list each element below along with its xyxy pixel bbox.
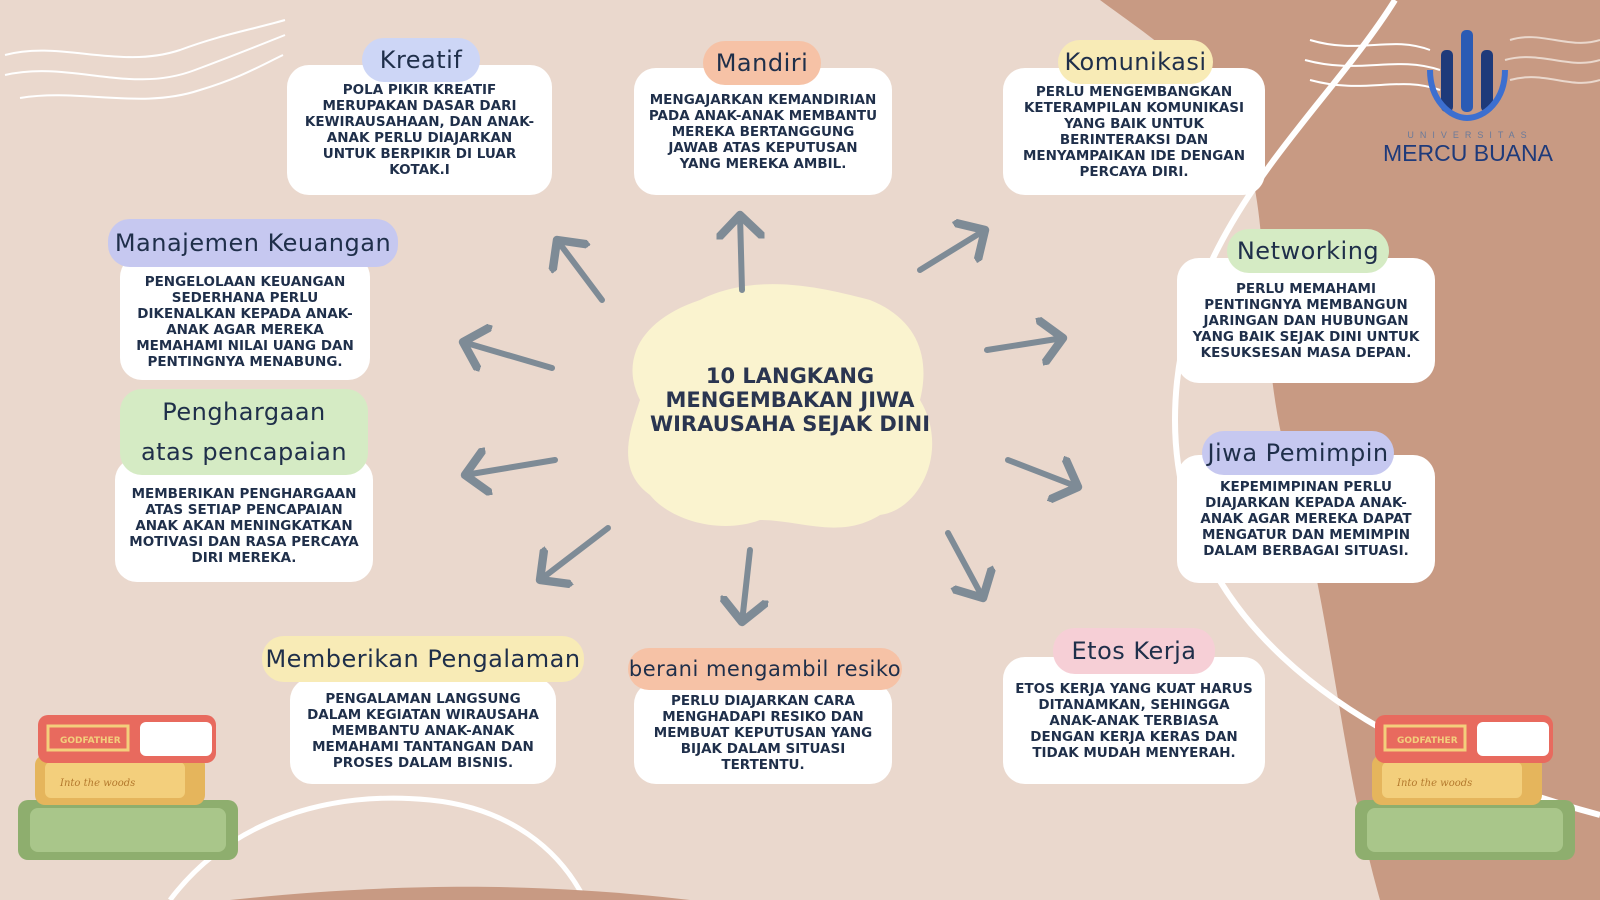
arrow-pengalaman <box>540 525 611 580</box>
kreatif-label: Kreatif <box>362 38 480 82</box>
center-blob <box>628 284 933 528</box>
mandiri-card: MENGAJARKAN KEMANDIRIAN PADA ANAK-ANAK M… <box>634 68 892 195</box>
arrow-mandiri <box>740 215 742 293</box>
book-label-middle-left: Into the woods <box>59 778 135 789</box>
logo-name: MERCU BUANA <box>1383 140 1553 166</box>
berani-card: PERLU DIAJARKAN CARA MENGHADAPI RESIKO D… <box>634 682 892 784</box>
books-left-icon <box>18 715 238 860</box>
university-logo-icon <box>1427 30 1508 122</box>
mandiri-label: Mandiri <box>703 41 821 85</box>
arrow-jiwa-pemimpin <box>1005 460 1078 487</box>
squiggle-top-left <box>4 19 286 100</box>
networking-label: Networking <box>1227 229 1389 273</box>
book-label-top-right: GODFATHER <box>1397 736 1458 746</box>
center-title: 10 LANGKANG MENGEMBAKAN JIWA WIRAUSAHA S… <box>649 364 931 436</box>
arrow-etos-kerja <box>945 530 983 598</box>
etos-kerja-card: ETOS KERJA YANG KUAT HARUS DITANAMKAN, S… <box>1003 657 1265 784</box>
keuangan-label: Manajemen Keuangan <box>108 219 398 267</box>
logo-subtitle: UNIVERSITAS <box>1407 130 1533 140</box>
etos-kerja-label: Etos Kerja <box>1053 628 1215 674</box>
squiggle-top-right <box>1304 39 1441 91</box>
arrow-networking <box>984 338 1063 350</box>
pengalaman-card: PENGALAMAN LANGSUNG DALAM KEGIATAN WIRAU… <box>290 678 556 784</box>
arrow-penghargaan <box>465 460 558 475</box>
arrow-komunikasi <box>917 230 985 273</box>
arrow-kreatif <box>557 240 605 303</box>
berani-label: berani mengambil resiko <box>628 648 902 690</box>
book-label-top-left: GODFATHER <box>60 736 121 746</box>
brown-strip-bottom <box>230 886 690 900</box>
networking-card: PERLU MEMAHAMI PENTINGNYA MEMBANGUN JARI… <box>1177 258 1435 383</box>
pengalaman-label: Memberikan Pengalaman <box>262 636 584 682</box>
komunikasi-card: PERLU MENGEMBANGKAN KETERAMPILAN KOMUNIK… <box>1003 68 1265 195</box>
komunikasi-label: Komunikasi <box>1058 40 1213 84</box>
books-right-icon <box>1355 715 1575 860</box>
jiwa-pemimpin-label: Jiwa Pemimpin <box>1202 431 1394 475</box>
book-label-middle-right: Into the woods <box>1396 778 1472 789</box>
kreatif-card: POLA PIKIR KREATIF MERUPAKAN DASAR DARI … <box>287 65 552 195</box>
arrow-keuangan <box>463 342 555 368</box>
arrow-berani <box>742 547 750 622</box>
jiwa-pemimpin-card: KEPEMIMPINAN PERLU DIAJARKAN KEPADA ANAK… <box>1177 455 1435 583</box>
penghargaan-card: MEMBERIKAN PENGHARGAAN ATAS SETIAP PENCA… <box>115 458 373 582</box>
keuangan-card: PENGELOLAAN KEUANGAN SEDERHANA PERLU DIK… <box>120 255 370 380</box>
penghargaan-label: Penghargaan atas pencapaian <box>120 389 368 475</box>
squiggle-right <box>1504 36 1600 84</box>
